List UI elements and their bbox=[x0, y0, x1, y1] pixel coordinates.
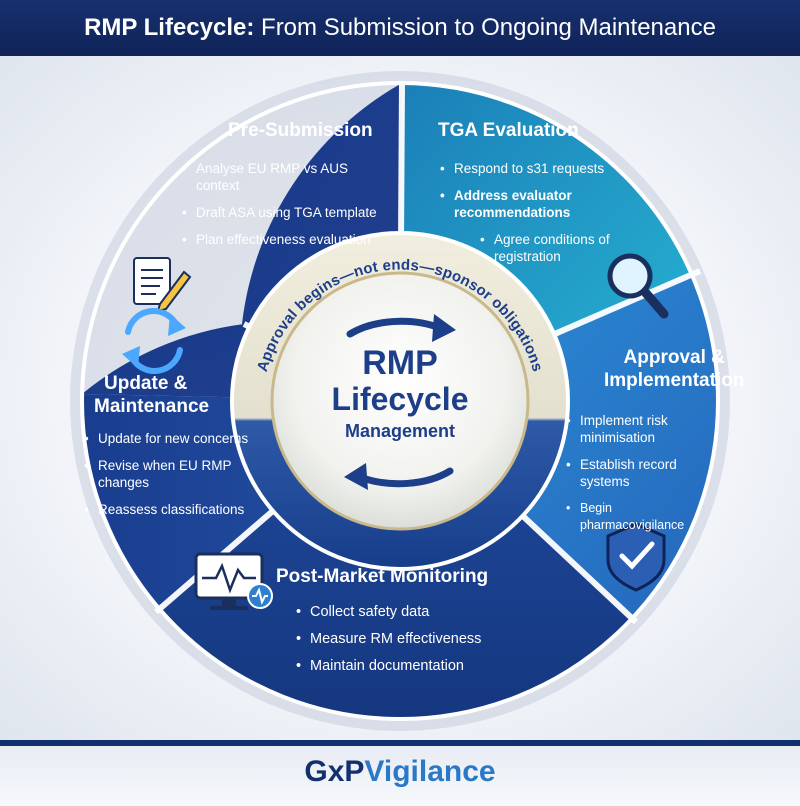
list-item: Agree conditions of registration bbox=[480, 231, 620, 265]
center-title-management: Management bbox=[344, 421, 456, 441]
approval-title-line1: Approval & bbox=[623, 347, 725, 368]
footer-brand: GxPVigilance bbox=[0, 740, 800, 806]
list-item: Update for new concerns bbox=[84, 430, 284, 447]
shield-check-icon bbox=[606, 522, 666, 592]
header-title-bold: RMP Lifecycle: bbox=[84, 14, 255, 41]
lifecycle-diagram: Approval begins—not ends—sponsor obligat… bbox=[0, 56, 800, 740]
center-title-rmp: RMP bbox=[362, 344, 438, 382]
header-banner: RMP Lifecycle: From Submission to Ongoin… bbox=[0, 0, 800, 56]
post-market-items: Collect safety data Measure RM effective… bbox=[296, 604, 526, 685]
approval-items: Implement risk minimisation Establish re… bbox=[566, 412, 716, 544]
list-item: Measure RM effectiveness bbox=[296, 631, 526, 648]
update-title: Update & Maintenance bbox=[94, 372, 209, 418]
list-item: Begin pharmacovigilance bbox=[566, 500, 716, 534]
post-market-title: Post-Market Monitoring bbox=[276, 566, 489, 587]
tga-evaluation-items: Respond to s31 requests Address evaluato… bbox=[440, 160, 620, 275]
approval-title-line2: Implementation bbox=[604, 370, 745, 391]
list-item: Reassess classifications bbox=[84, 501, 284, 518]
cycle-arrows-icon bbox=[346, 317, 454, 488]
list-item: Establish record systems bbox=[566, 456, 716, 490]
list-item: Revise when EU RMP changes bbox=[84, 457, 284, 491]
center-hub bbox=[270, 271, 530, 531]
list-item: Draft ASA using TGA template bbox=[182, 204, 392, 221]
update-title-line1: Update & bbox=[104, 373, 188, 394]
magnifier-icon bbox=[607, 253, 669, 319]
list-item: Maintain documentation bbox=[296, 658, 526, 675]
update-title-line2: Maintenance bbox=[94, 396, 210, 417]
list-item: Implement risk minimisation bbox=[566, 412, 716, 446]
tga-evaluation-title: TGA Evaluation bbox=[438, 120, 579, 141]
list-item: Plan effectiveness evaluation bbox=[182, 231, 392, 248]
list-item: Respond to s31 requests bbox=[440, 160, 620, 177]
pre-submission-items: Analyse EU RMP vs AUS context Draft ASA … bbox=[182, 160, 392, 258]
update-items: Update for new concerns Revise when EU R… bbox=[84, 430, 284, 528]
brand-gxp: GxP bbox=[304, 755, 365, 788]
list-item: Analyse EU RMP vs AUS context bbox=[182, 160, 392, 194]
monitor-heartbeat-icon bbox=[194, 552, 273, 610]
list-item: Collect safety data bbox=[296, 604, 526, 621]
brand-vigilance: Vigilance bbox=[364, 755, 496, 788]
list-item: Address evaluator recommendations bbox=[440, 187, 620, 221]
approval-title: Approval & Implementation bbox=[604, 346, 744, 392]
header-title-rest: From Submission to Ongoing Maintenance bbox=[254, 14, 716, 41]
pre-submission-title: Pre-Submission bbox=[228, 120, 373, 141]
center-title-lifecycle: Lifecycle bbox=[331, 381, 469, 417]
